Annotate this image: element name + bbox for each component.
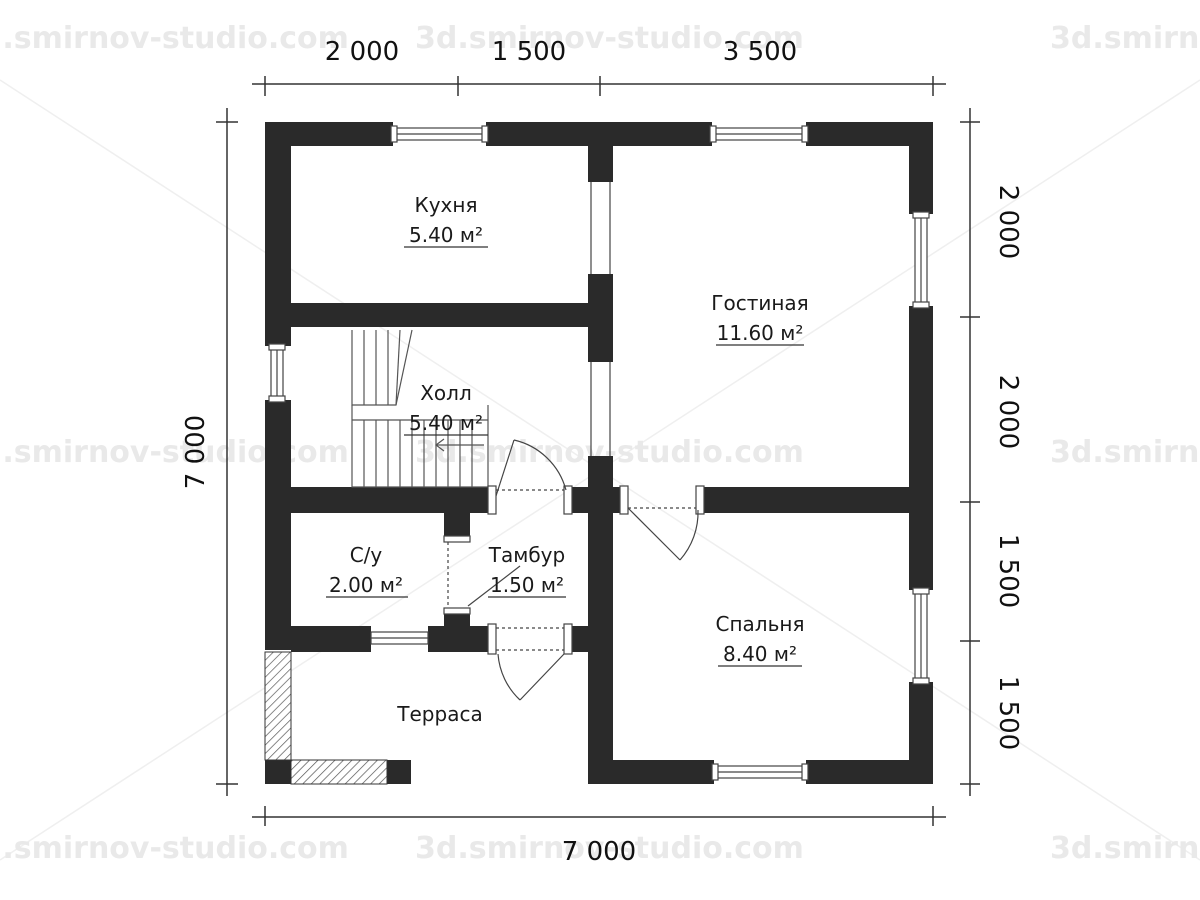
watermark-text: 3d.smirnov-studio.com <box>0 21 349 56</box>
watermark-text: 3d.smirnov-studio.com <box>415 831 804 866</box>
door-bathroom <box>443 535 521 615</box>
door-terrace <box>487 623 573 701</box>
terrace-railing <box>264 651 388 785</box>
door-hall-bedroom <box>619 485 705 561</box>
watermark-text: 3d.smirnov-studio.com <box>1050 831 1200 866</box>
staircase <box>351 329 489 488</box>
room-name-terrace: Терраса <box>396 702 482 726</box>
window-living-top <box>709 125 809 143</box>
window-kitchen-top <box>390 125 489 143</box>
dim-right-2: 2 000 <box>993 375 1023 449</box>
opening-hall-living <box>590 362 611 456</box>
dim-right-3: 1 500 <box>993 534 1023 608</box>
room-name-hall: Холл <box>420 381 472 405</box>
window-bedroom-bottom <box>711 763 809 781</box>
dim-top-3: 3 500 <box>723 37 797 67</box>
room-area-hall: 5.40 м² <box>409 411 483 435</box>
doors <box>443 439 705 701</box>
room-area-bedroom: 8.40 м² <box>723 642 797 666</box>
windows <box>268 125 930 781</box>
room-name-kitchen: Кухня <box>415 193 478 217</box>
watermark-text: 3d.smirnov-studio.com <box>0 831 349 866</box>
dimension-lines <box>216 76 980 826</box>
room-area-vestibule: 1.50 м² <box>490 573 564 597</box>
watermark-text: 3d.smirnov-studio.com <box>1050 21 1200 56</box>
dim-right-1: 2 000 <box>993 185 1023 259</box>
window-hall-left <box>268 343 286 403</box>
watermark-text: 3d.smirnov-studio.com <box>0 435 349 470</box>
dim-left: 7 000 <box>181 415 211 489</box>
room-labels: Кухня 5.40 м² Гостиная 11.60 м² Холл 5.4… <box>326 193 809 726</box>
room-name-vestibule: Тамбур <box>488 543 565 567</box>
opening-kitchen-living <box>590 182 611 274</box>
dim-top-1: 2 000 <box>325 37 399 67</box>
window-bedroom-right <box>912 587 930 685</box>
dim-top-2: 1 500 <box>492 37 566 67</box>
room-area-kitchen: 5.40 м² <box>409 223 483 247</box>
room-area-bathroom: 2.00 м² <box>329 573 403 597</box>
walls <box>265 122 933 784</box>
room-name-bathroom: С/у <box>350 543 383 567</box>
dim-right-4: 1 500 <box>993 676 1023 750</box>
dim-bottom: 7 000 <box>562 837 636 867</box>
door-hall-vestibule <box>487 439 573 515</box>
window-bathroom-bottom <box>370 631 429 645</box>
room-name-living: Гостиная <box>711 291 808 315</box>
window-living-right <box>912 211 930 309</box>
room-name-bedroom: Спальня <box>716 612 805 636</box>
watermark-text: 3d.smirnov-studio.com <box>415 21 804 56</box>
watermark-text: 3d.smirnov-studio.com <box>1050 435 1200 470</box>
room-area-living: 11.60 м² <box>717 321 804 345</box>
